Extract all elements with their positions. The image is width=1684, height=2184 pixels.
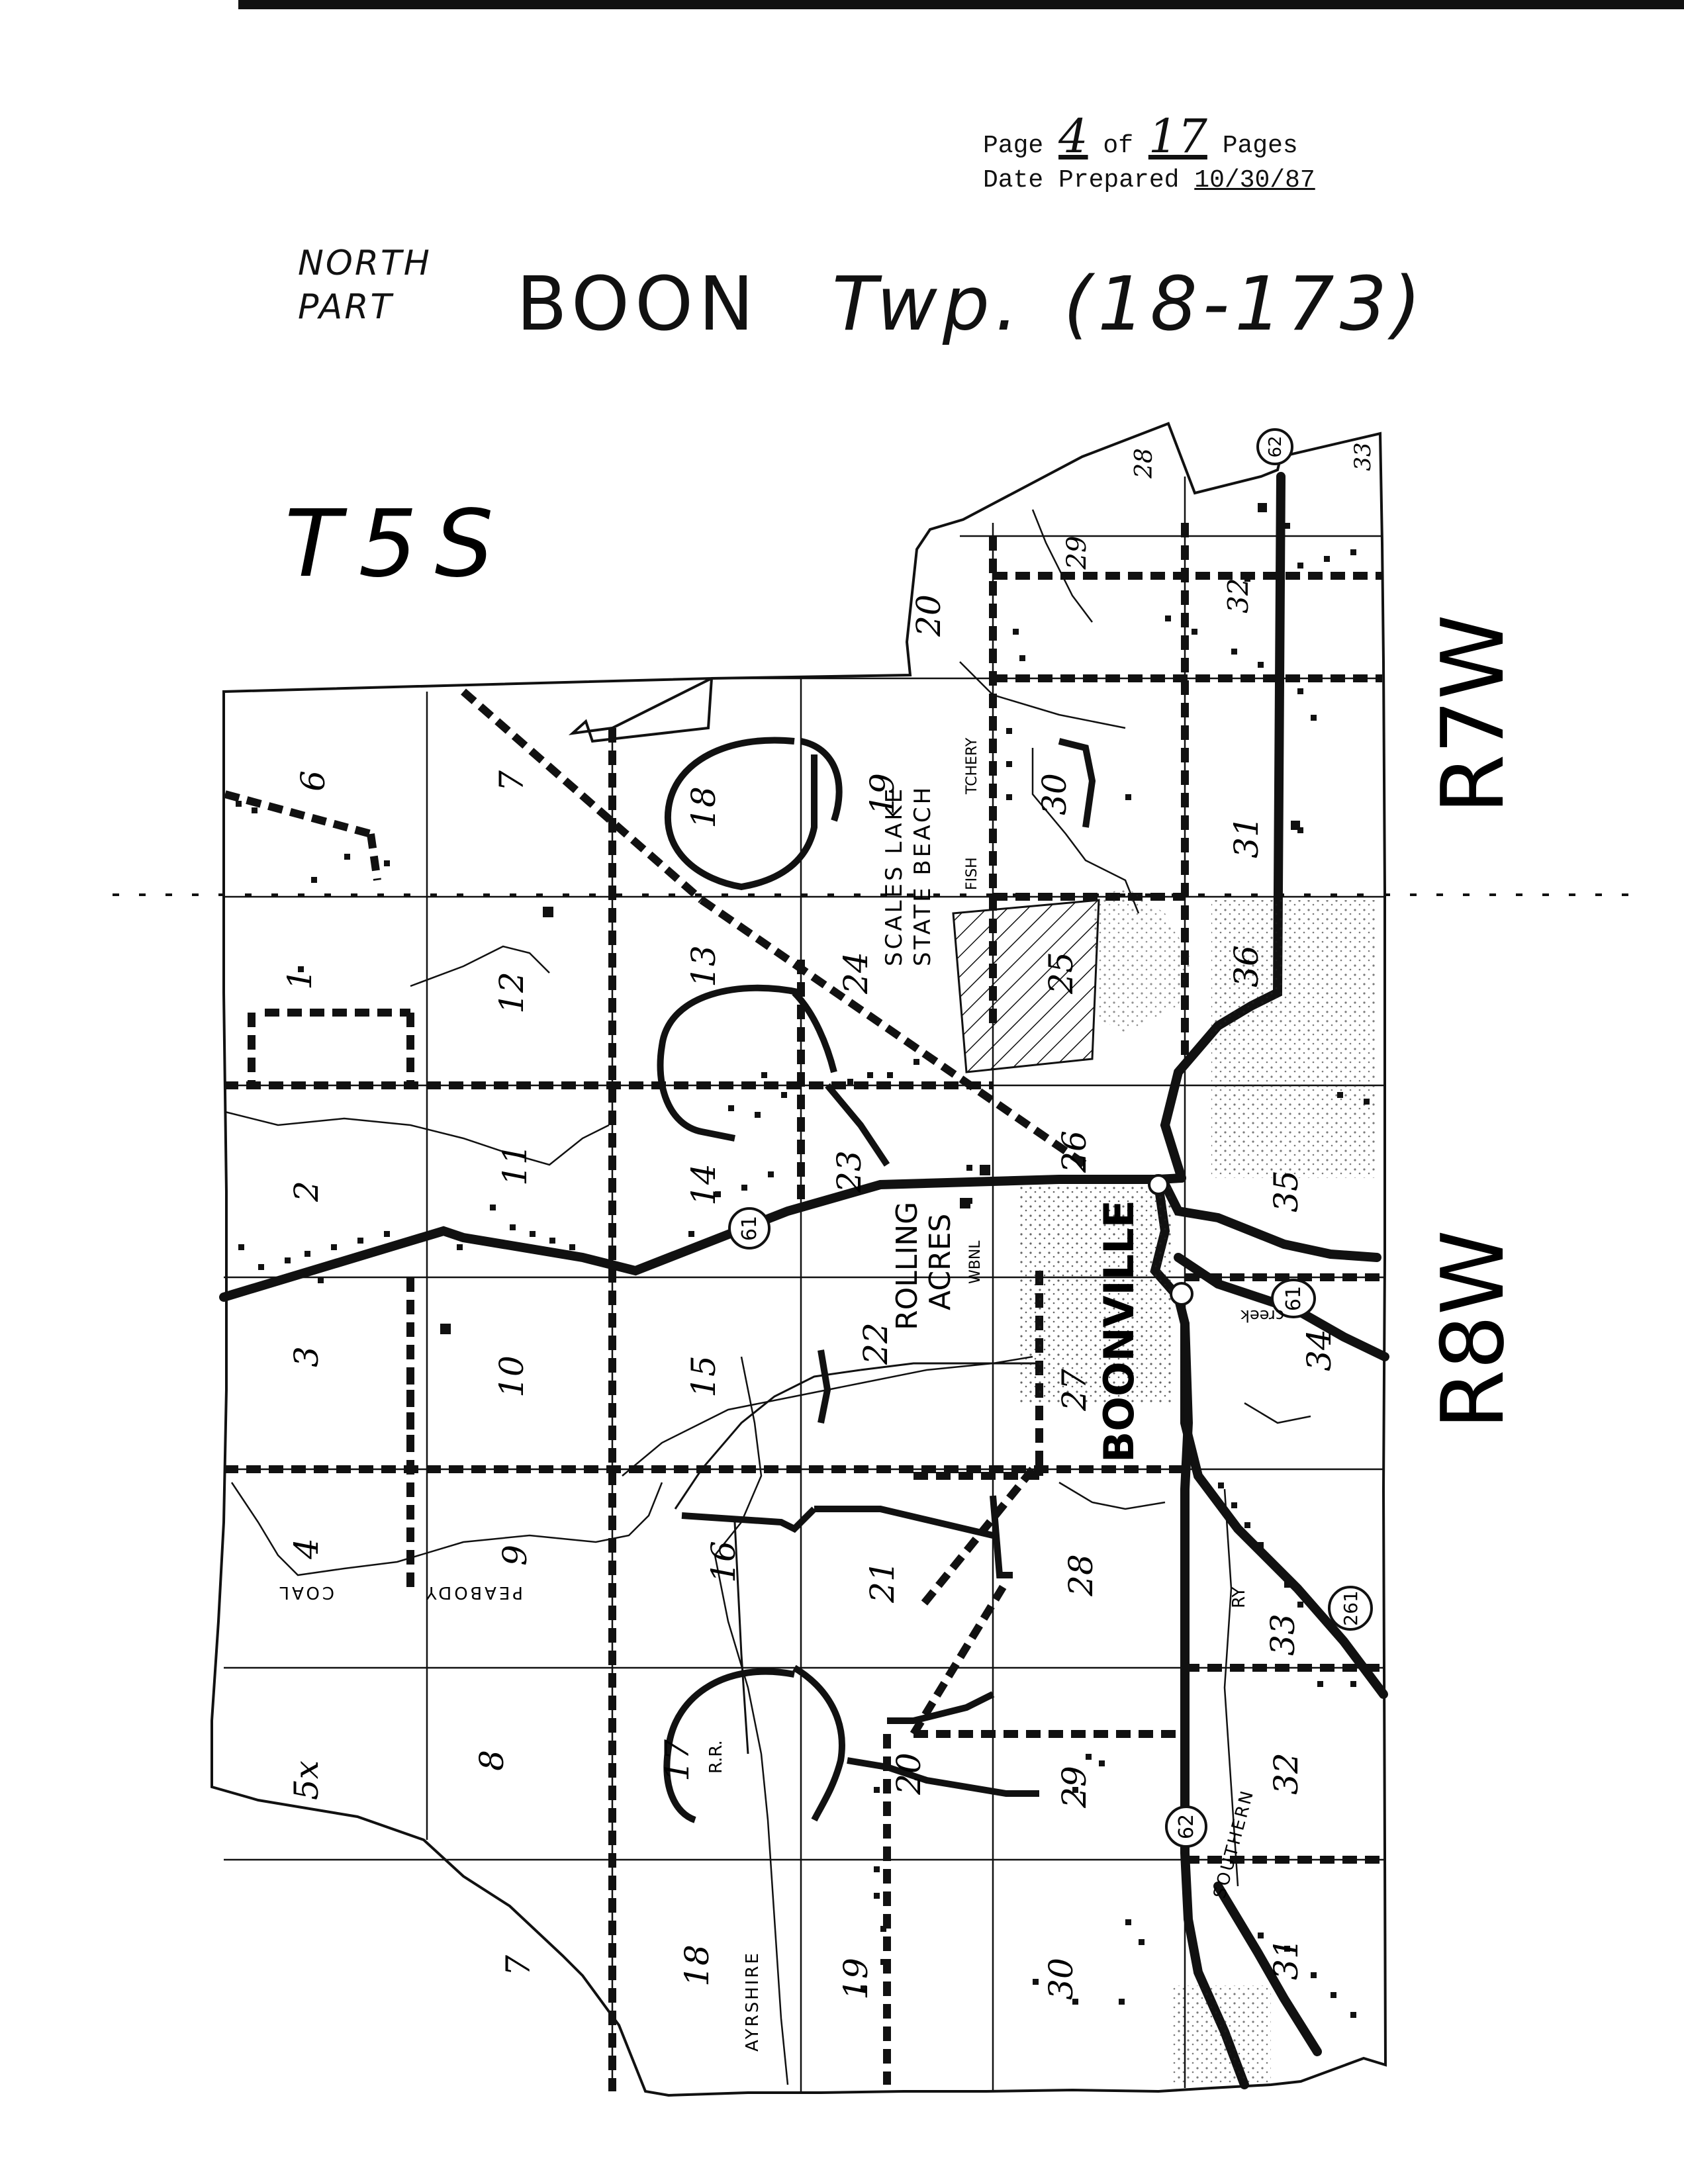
urban-area-south	[1172, 1985, 1271, 2085]
section-10: 10	[492, 1355, 531, 1398]
section-13: 13	[684, 945, 723, 987]
section-35: 35	[1267, 1170, 1305, 1212]
acres-label: ACRES	[923, 1214, 957, 1310]
pages-word: Pages	[1222, 132, 1298, 160]
section-36: 36	[1227, 945, 1266, 987]
section-19-north: 19	[863, 773, 902, 815]
range-east-label: R7W	[1423, 614, 1523, 814]
section-1: 1	[281, 969, 319, 990]
top-edge-bar	[238, 0, 1684, 9]
section-12: 12	[492, 972, 531, 1014]
page-number: 4	[1058, 109, 1088, 163]
scales-lake-label: SCALES LAKE	[881, 786, 908, 966]
section-32-south: 32	[1267, 1752, 1305, 1795]
page-word: Page	[983, 132, 1044, 160]
section-23: 23	[830, 1150, 868, 1193]
section-28: 28	[1062, 1554, 1100, 1597]
section-27: 27	[1055, 1369, 1094, 1412]
route-shields	[728, 428, 1373, 1848]
township-label: T5S	[285, 490, 510, 598]
township-boundary	[210, 422, 1387, 2097]
section-34: 34	[1300, 1329, 1338, 1371]
section-21: 21	[863, 1561, 902, 1604]
section-14: 14	[684, 1163, 723, 1206]
section-20-south: 20	[890, 1752, 928, 1796]
route-61-east-number: 61	[1282, 1286, 1305, 1311]
range-west-label: R8W	[1423, 1230, 1523, 1430]
route-261-number: 261	[1340, 1590, 1362, 1625]
north-part-label: NORTH PART	[298, 242, 432, 329]
state-beach-label: STATE BEACH	[910, 785, 936, 966]
southern-label: SOUTHERN	[1210, 1787, 1258, 1900]
section-17: 17	[658, 1739, 696, 1782]
rolling-label: ROLLING	[890, 1202, 924, 1330]
rr-label: R.R.	[706, 1740, 726, 1774]
creek-label: creek	[1240, 1306, 1284, 1325]
fish-label: FISH	[964, 857, 980, 890]
section-9: 9	[496, 1545, 534, 1566]
twp-word: Twp.	[831, 261, 1024, 347]
section-18-north: 18	[684, 786, 723, 829]
route-62-south-number: 62	[1175, 1814, 1198, 1839]
section-3: 3	[287, 1346, 326, 1367]
section-29-south: 29	[1055, 1766, 1094, 1809]
section-6: 6	[294, 770, 332, 792]
page-info-block: Page 4 of 17 Pages Date Prepared 10/30/8…	[983, 113, 1315, 198]
section-7-north: 7	[492, 770, 531, 792]
date-label: Date Prepared	[983, 166, 1180, 195]
total-pages: 17	[1148, 109, 1207, 163]
hatchery-label: TCHERY	[964, 737, 980, 795]
peabody-label: PEABODY	[424, 1582, 523, 1602]
section-30-south: 30	[1042, 1958, 1080, 2000]
section-4: 4	[287, 1538, 326, 1560]
wbnl-label: WBNL	[967, 1240, 984, 1284]
part-word: PART	[298, 287, 394, 327]
ayrshire-label: AYRSHIRE	[743, 1951, 763, 2052]
north-word: NORTH	[298, 244, 432, 283]
section-32-north: 32	[1222, 578, 1254, 613]
section-20-north: 20	[910, 594, 948, 637]
section-5: 5x	[287, 1760, 326, 1800]
section-11: 11	[496, 1144, 534, 1186]
section-2: 2	[287, 1181, 326, 1203]
urban-area-east	[1211, 900, 1377, 1178]
buildings	[236, 503, 1370, 2018]
streams	[224, 509, 1311, 2085]
section-29-north: 29	[1062, 536, 1092, 570]
route-61-west-number: 61	[738, 1216, 761, 1241]
county-roads	[224, 523, 1385, 2091]
section-16: 16	[704, 1541, 743, 1583]
township-code: (18-173)	[1063, 261, 1427, 347]
section-18-south: 18	[678, 1944, 716, 1987]
page-title: BOON Twp. (18-173)	[516, 261, 1427, 347]
section-7-south: 7	[499, 1955, 538, 1976]
section-31-south: 31	[1267, 1938, 1305, 1980]
section-22: 22	[857, 1322, 895, 1365]
boonville-urban-area	[1019, 1185, 1172, 1403]
section-30-north: 30	[1035, 773, 1074, 815]
section-24: 24	[837, 952, 875, 995]
ry-label: RY	[1229, 1587, 1249, 1608]
urban-area-north	[1092, 887, 1192, 1032]
section-28-north: 28	[1131, 448, 1158, 479]
section-31-north: 31	[1227, 816, 1266, 858]
section-33-south: 33	[1264, 1614, 1302, 1656]
state-highways	[219, 472, 1389, 2089]
section-26: 26	[1055, 1130, 1094, 1173]
township-name: BOON	[516, 261, 759, 347]
date-value: 10/30/87	[1194, 166, 1315, 195]
section-15: 15	[684, 1355, 723, 1398]
section-25: 25	[1042, 952, 1080, 995]
section-8: 8	[473, 1750, 511, 1771]
route-62-north-number: 62	[1266, 435, 1286, 457]
section-33-north: 33	[1350, 442, 1376, 471]
mine-boundaries	[657, 737, 1096, 1823]
boonville-label: BOONVILLE	[1095, 1200, 1143, 1463]
hatched-area	[952, 899, 1100, 1073]
coal-label: COAL	[277, 1582, 334, 1602]
section-19-south: 19	[837, 1958, 875, 2000]
of-word: of	[1103, 132, 1133, 160]
